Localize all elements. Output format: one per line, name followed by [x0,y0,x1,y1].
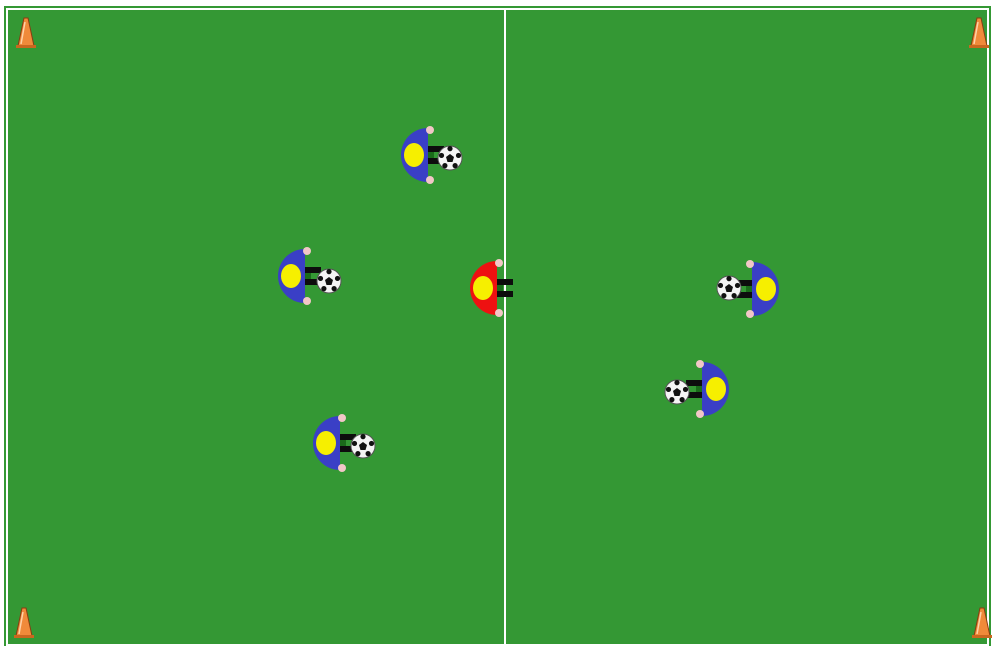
soccer-ball-icon [665,380,689,404]
pitch-grass [4,6,991,646]
soccer-ball-icon [438,146,462,170]
soccer-ball-icon [317,269,341,293]
soccer-ball-icon [351,434,375,458]
soccer-ball-icon [717,276,741,300]
